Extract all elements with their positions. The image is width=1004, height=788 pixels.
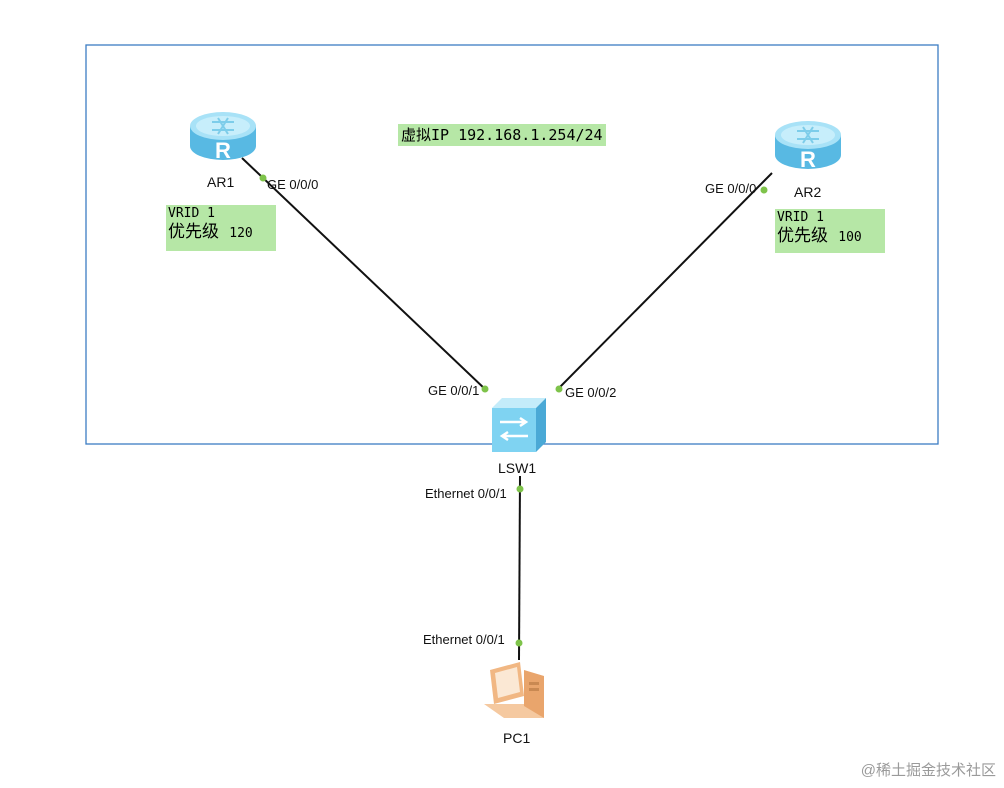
svg-text:R: R	[800, 147, 816, 172]
switch-icon-lsw1[interactable]	[492, 398, 546, 452]
router-icon-ar2[interactable]: R	[775, 121, 841, 172]
link-ar2-lsw1	[556, 172, 773, 391]
priority-value-ar2: 100	[838, 230, 862, 245]
device-name-lsw1: LSW1	[498, 460, 537, 476]
priority-value-ar1: 120	[229, 226, 253, 241]
priority-label-ar1: 优先级	[168, 222, 219, 242]
port-label-lsw1-ge001: GE 0/0/1	[428, 383, 480, 398]
port-dot-pc1	[515, 639, 523, 647]
priority-line-ar1: 优先级 120	[168, 222, 274, 244]
link-ar1-lsw1	[241, 157, 487, 391]
port-dot-lsw1-left	[481, 385, 489, 393]
vrid-note-ar2: VRID 1 优先级 100	[775, 209, 885, 253]
port-dot-ar1	[259, 174, 267, 182]
port-dot-lsw1-right	[555, 385, 563, 393]
port-label-ar1-ge000: GE 0/0/0	[267, 177, 319, 192]
port-label-lsw1-ge002: GE 0/0/2	[565, 385, 617, 400]
router-icon-ar1[interactable]: R	[190, 112, 256, 163]
port-dot-lsw1-down	[516, 485, 524, 493]
port-dot-ar2	[760, 186, 768, 194]
virtual-ip-note: 虚拟IP 192.168.1.254/24	[398, 124, 606, 146]
device-name-ar1: AR1	[207, 174, 235, 190]
port-label-lsw1-eth001: Ethernet 0/0/1	[425, 486, 507, 501]
watermark: @稀土掘金技术社区	[860, 762, 996, 779]
port-label-ar2-ge000: GE 0/0/0	[705, 181, 757, 196]
svg-text:R: R	[215, 138, 231, 163]
pc-icon-pc1[interactable]	[484, 662, 544, 718]
priority-label-ar2: 优先级	[777, 226, 828, 246]
vrid-note-ar1: VRID 1 优先级 120	[166, 205, 276, 251]
port-label-pc1-eth001: Ethernet 0/0/1	[423, 632, 505, 647]
device-name-ar2: AR2	[794, 184, 822, 200]
vrid-label-ar2: VRID 1	[777, 210, 824, 225]
device-name-pc1: PC1	[503, 730, 531, 746]
vrid-label-ar1: VRID 1	[168, 206, 215, 221]
link-lsw1-pc1	[518, 475, 521, 661]
priority-line-ar2: 优先级 100	[777, 226, 883, 248]
